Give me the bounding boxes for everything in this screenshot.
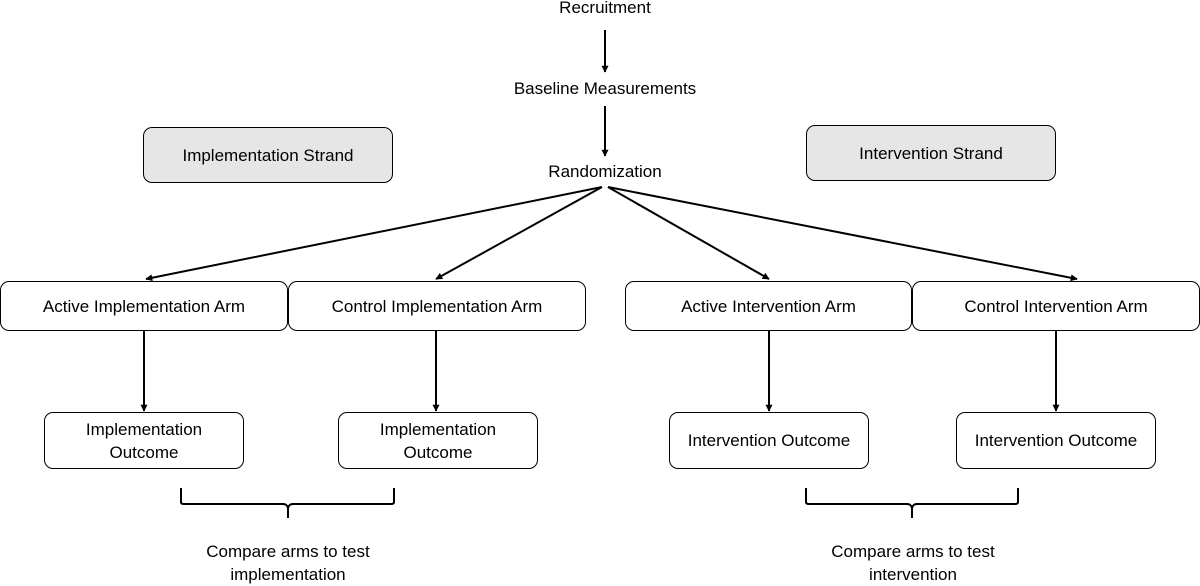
active-intervention-arm-label: Active Intervention Arm xyxy=(681,296,856,316)
brace-intervention xyxy=(805,488,1019,518)
intervention-outcome-2-label: Intervention Outcome xyxy=(974,431,1138,450)
active-implementation-arm-box: Active Implementation Arm xyxy=(0,281,288,331)
arrow-randomization-to-control-implementation xyxy=(435,186,603,280)
control-implementation-arm-box: Control Implementation Arm xyxy=(288,281,586,331)
compare-implementation-caption: Compare arms to test implementation xyxy=(168,540,408,586)
brace-implementation xyxy=(180,488,395,518)
implementation-outcome-2-line-2: Outcome xyxy=(403,442,473,462)
arrow-randomization-to-active-implementation xyxy=(145,186,603,282)
implementation-strand-label: Implementation Strand xyxy=(182,145,354,165)
implementation-outcome-1-line-1: Implementation xyxy=(85,419,203,439)
active-implementation-arm-label: Active Implementation Arm xyxy=(42,296,246,316)
compare-intervention-line-2: intervention xyxy=(869,565,957,584)
implementation-outcome-2-line-1: Implementation xyxy=(379,419,497,439)
implementation-outcome-box-1: Implementation Outcome xyxy=(44,412,244,469)
compare-implementation-line-2: implementation xyxy=(230,565,346,584)
intervention-outcome-box-2: Intervention Outcome xyxy=(956,412,1156,469)
active-intervention-arm-box: Active Intervention Arm xyxy=(625,281,912,331)
implementation-strand-box: Implementation Strand xyxy=(143,127,393,183)
recruitment-label: Recruitment xyxy=(559,0,651,17)
implementation-outcome-box-2: Implementation Outcome xyxy=(338,412,538,469)
arrow-randomization-to-active-intervention xyxy=(607,186,770,280)
control-intervention-arm-box: Control Intervention Arm xyxy=(912,281,1200,331)
intervention-outcome-box-1: Intervention Outcome xyxy=(669,412,869,469)
baseline-measurements-label: Baseline Measurements xyxy=(513,79,697,98)
intervention-outcome-1-label: Intervention Outcome xyxy=(687,431,851,450)
compare-intervention-line-1: Compare arms to test xyxy=(831,542,995,561)
intervention-strand-label: Intervention Strand xyxy=(859,143,1003,163)
implementation-outcome-1-line-2: Outcome xyxy=(109,442,179,462)
intervention-strand-box: Intervention Strand xyxy=(806,125,1056,181)
arrow-randomization-to-control-intervention xyxy=(607,186,1078,282)
control-implementation-arm-label: Control Implementation Arm xyxy=(331,296,543,316)
compare-intervention-caption: Compare arms to test intervention xyxy=(793,540,1033,586)
compare-implementation-line-1: Compare arms to test xyxy=(206,542,370,561)
control-intervention-arm-label: Control Intervention Arm xyxy=(964,296,1148,316)
randomization-label: Randomization xyxy=(548,162,662,181)
